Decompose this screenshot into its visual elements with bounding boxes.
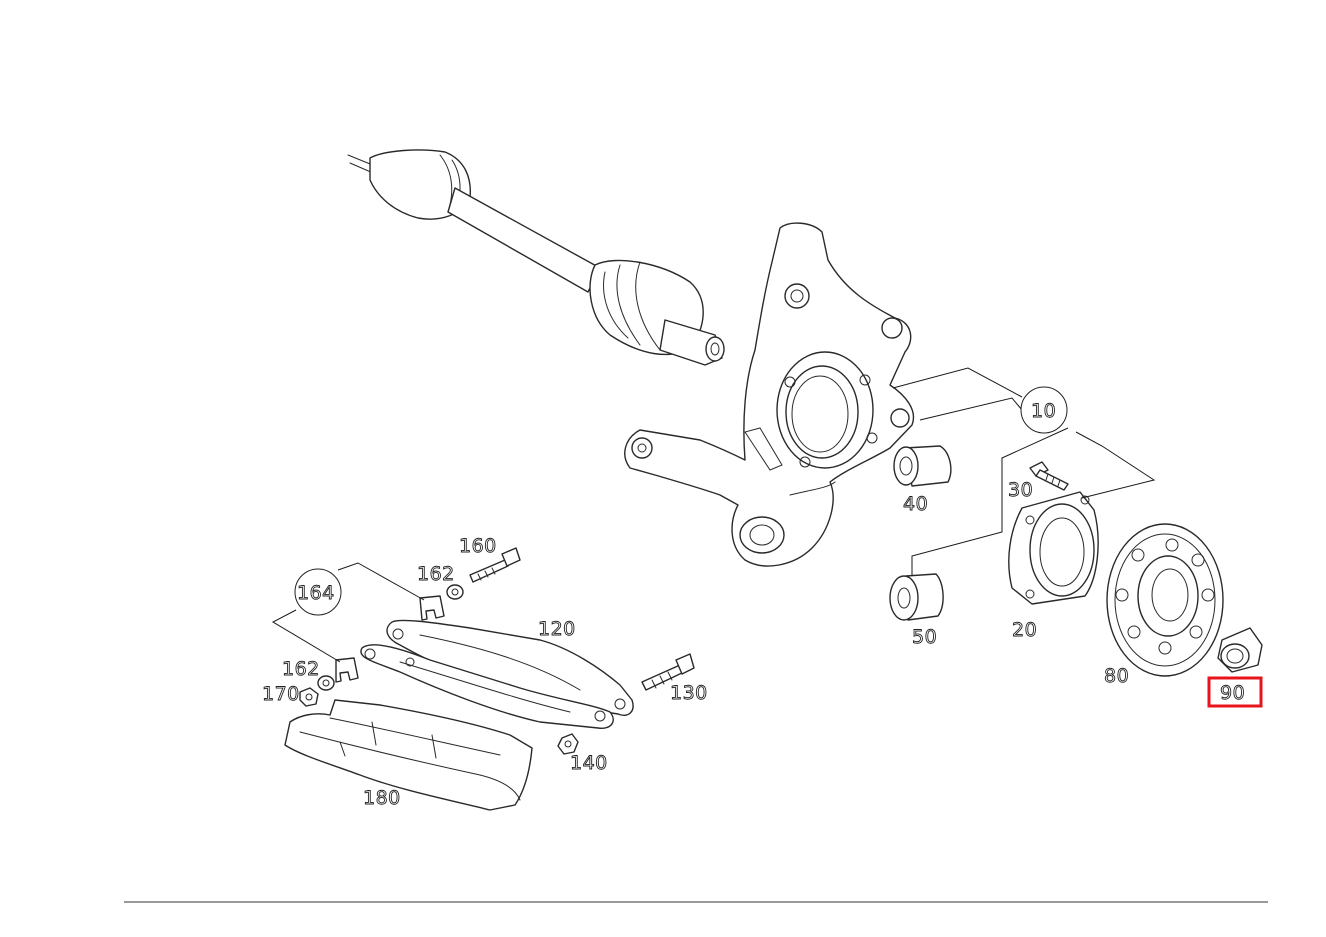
highlight-box-90 [1207,676,1263,708]
bolt-160[interactable] [469,547,521,583]
bushing-40[interactable] [893,445,952,487]
callout-160[interactable]: 160 [459,535,497,558]
callout-164[interactable]: 164 [297,582,335,605]
clip-164-bottom[interactable] [335,657,359,683]
callout-circle-10 [1020,386,1068,434]
wheel-carrier[interactable] [624,222,915,567]
control-arm-120[interactable] [360,619,634,729]
cover-180[interactable] [284,699,533,811]
drive-shaft[interactable] [347,149,725,366]
callout-162-bottom[interactable]: 162 [282,658,320,681]
callout-140[interactable]: 140 [570,752,608,775]
callout-50[interactable]: 50 [912,626,938,649]
callout-170[interactable]: 170 [262,683,300,706]
washer-162-bottom[interactable] [317,675,335,691]
leader-lines [271,367,1156,663]
callout-10[interactable]: 10 [1031,400,1057,423]
callout-180[interactable]: 180 [363,787,401,810]
wheel-bearing-20[interactable] [1008,491,1099,605]
callout-30[interactable]: 30 [1008,479,1034,502]
bushing-50[interactable] [889,573,944,621]
callout-120[interactable]: 120 [538,618,576,641]
callout-circle-164 [294,568,342,616]
washer-162-top[interactable] [446,584,464,600]
clip-164-top[interactable] [419,595,445,621]
nut-140[interactable] [557,733,579,755]
callout-20[interactable]: 20 [1012,619,1038,642]
wheel-hub-80[interactable] [1106,523,1224,677]
callout-162-top[interactable]: 162 [417,563,455,586]
callout-40[interactable]: 40 [903,493,929,516]
callout-90[interactable]: 90 [1220,682,1246,705]
bolt-130[interactable] [641,653,695,691]
bolt-30[interactable] [1029,461,1069,491]
nut-170[interactable] [299,687,319,707]
callout-130[interactable]: 130 [670,682,708,705]
callout-80[interactable]: 80 [1104,665,1130,688]
hub-nut-90[interactable] [1217,627,1263,673]
